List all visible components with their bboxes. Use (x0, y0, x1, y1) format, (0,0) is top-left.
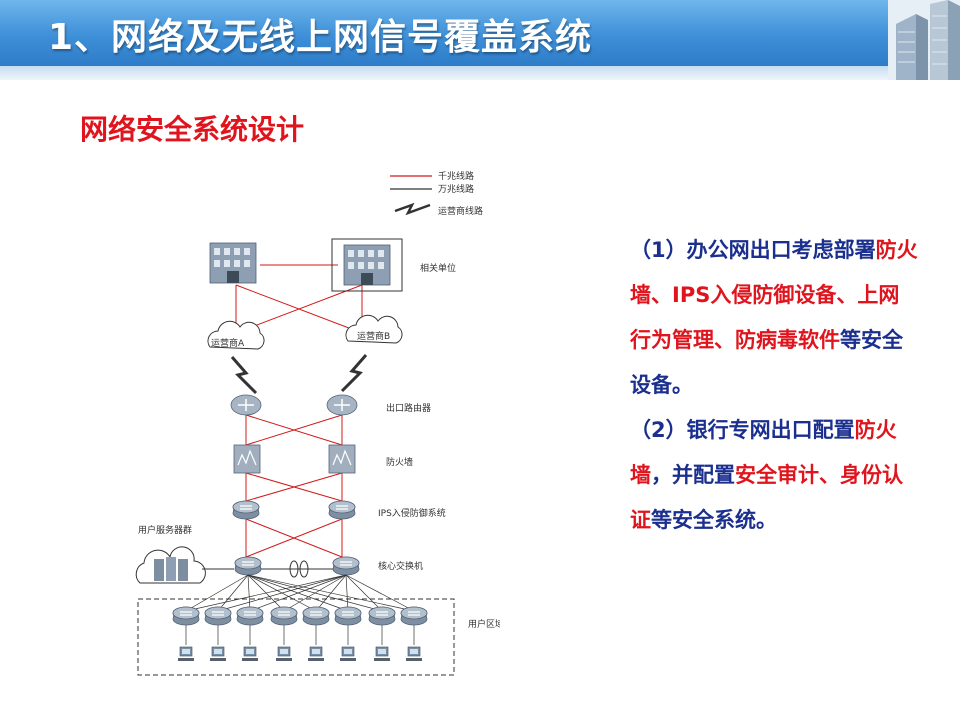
router-icon (326, 394, 358, 416)
uplink-line (217, 574, 249, 612)
uplink-line (247, 574, 383, 612)
building-image (888, 0, 960, 80)
uplink-line (247, 574, 317, 612)
label-core-switch: 核心交换机 (378, 560, 423, 572)
building-icon (209, 242, 257, 284)
access-switch-icon (204, 606, 232, 626)
firewall-icon (233, 444, 261, 474)
description-run: （1）办公网出口考虑部署 (630, 238, 876, 262)
uplink-line (247, 574, 285, 612)
svg-text:万兆线路: 万兆线路 (438, 183, 474, 195)
label-ips: IPS入侵防御系统 (378, 507, 446, 519)
router-icon (230, 394, 262, 416)
legend: 千兆线路 万兆线路 运营商线路 (390, 170, 483, 217)
label-related-units: 相关单位 (420, 262, 456, 274)
uplink-line (185, 574, 249, 612)
description-run: ，并配置 (651, 463, 735, 487)
access-switch-icon (236, 606, 264, 626)
access-switch-icon (400, 606, 428, 626)
uplink-line (345, 574, 349, 612)
header-bar: 1、网络及无线上网信号覆盖系统 (0, 0, 960, 66)
uplink-line (247, 574, 349, 612)
uplink-line (345, 574, 415, 612)
label-firewall: 防火墙 (386, 456, 413, 468)
header-strip (0, 66, 960, 80)
svg-text:千兆线路: 千兆线路 (438, 170, 474, 182)
computer-icon (405, 646, 423, 662)
core-switch-icon (332, 556, 360, 576)
cloud-icon (345, 314, 403, 344)
label-user-area: 用户区域 (468, 618, 500, 630)
computer-icon (209, 646, 227, 662)
computer-icon (307, 646, 325, 662)
page-title: 1、网络及无线上网信号覆盖系统 (48, 17, 593, 58)
description-paragraph-1: （1）办公网出口考虑部署防火墙、IPS入侵防御设备、上网行为管理、防病毒软件等安… (630, 228, 920, 408)
user-area-box (137, 598, 455, 676)
description-run: 等安全设备。 (630, 328, 903, 397)
access-switch-icon (334, 606, 362, 626)
description-run: 防火墙 (630, 418, 897, 487)
access-switch-icon (302, 606, 330, 626)
cloud-icon (207, 320, 265, 350)
description-run: 等安全系统。 (651, 508, 777, 532)
core-switch-icon (234, 556, 262, 576)
access-switch-icon (368, 606, 396, 626)
label-servers: 用户服务器群 (138, 524, 192, 536)
svg-text:运营商线路: 运营商线路 (438, 205, 483, 217)
computer-icon (177, 646, 195, 662)
label-carrier-a: 运营商A (211, 337, 245, 349)
computer-icon (241, 646, 259, 662)
lightning-icon (394, 202, 431, 216)
label-router: 出口路由器 (386, 402, 431, 414)
lightning-icon (230, 356, 258, 395)
uplink-line (247, 574, 415, 612)
description-run: 安全审计、身份认证 (630, 463, 903, 532)
ips-icon (328, 500, 356, 520)
ips-icon (232, 500, 260, 520)
description-run: 防火墙、IPS入侵防御设备、上网行为管理、防病毒软件 (630, 238, 918, 352)
section-title: 网络安全系统设计 (80, 113, 305, 146)
network-diagram: 千兆线路 万兆线路 运营商线路 相关单位 运营商A 运营商B (135, 170, 500, 676)
description-paragraph-2: （2）银行专网出口配置防火墙，并配置安全审计、身份认证等安全系统。 (630, 408, 920, 543)
access-switch-icon (172, 606, 200, 626)
description-text: （1）办公网出口考虑部署防火墙、IPS入侵防御设备、上网行为管理、防病毒软件等安… (630, 228, 920, 543)
computer-icon (373, 646, 391, 662)
building-icon (343, 244, 391, 286)
lightning-icon (340, 354, 368, 393)
firewall-icon (328, 444, 356, 474)
access-switch-icon (270, 606, 298, 626)
computer-icon (339, 646, 357, 662)
computer-icon (275, 646, 293, 662)
label-carrier-b: 运营商B (357, 330, 390, 342)
description-run: （2）银行专网出口配置 (630, 418, 855, 442)
server-cluster-icon (135, 546, 206, 584)
uplink-line (345, 574, 383, 612)
uplink-line (247, 574, 251, 612)
